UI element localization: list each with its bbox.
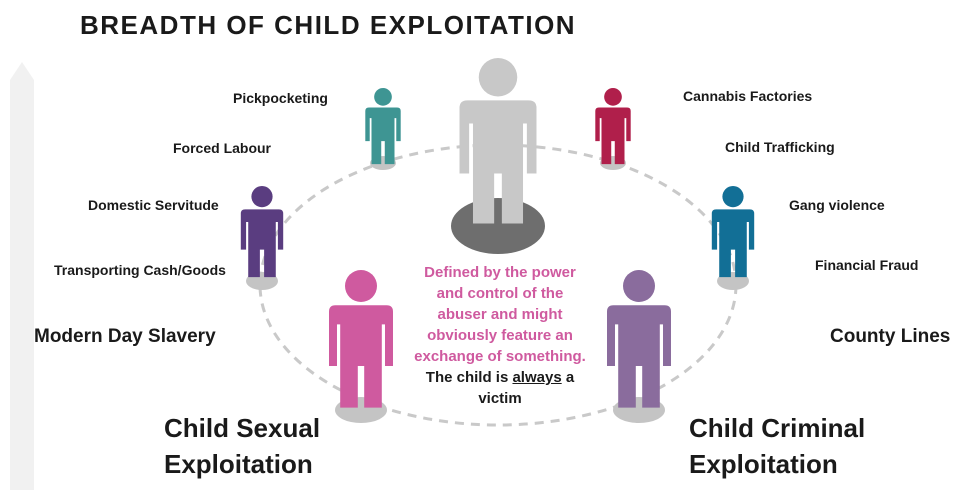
label-financial-fraud: Financial Fraud bbox=[815, 257, 919, 273]
abuser-person-icon bbox=[459, 58, 537, 224]
definition-line-3: abuser and might bbox=[437, 306, 563, 323]
always-prefix: The child is bbox=[425, 369, 513, 386]
definition-line-6: The child is always a bbox=[400, 367, 600, 388]
purple-person-icon bbox=[240, 186, 284, 278]
pink-person-icon bbox=[329, 270, 393, 408]
always-emphasis: always bbox=[512, 369, 562, 386]
definition-line-4: obviously feature an bbox=[427, 327, 573, 344]
heading-child-criminal-exploitation: Child Criminal Exploitation bbox=[689, 410, 865, 482]
category-county-lines: County Lines bbox=[830, 326, 951, 347]
label-child-trafficking: Child Trafficking bbox=[725, 139, 835, 155]
definition-line-5: exchange of something. bbox=[414, 348, 586, 365]
definition-line-2: and control of the bbox=[436, 285, 564, 302]
mauve-person-icon bbox=[607, 270, 671, 408]
cce-line-2: Exploitation bbox=[689, 449, 838, 479]
crimson-person-icon bbox=[595, 88, 631, 165]
teal-person-icon bbox=[365, 88, 401, 165]
category-modern-day-slavery: Modern Day Slavery bbox=[34, 326, 216, 347]
label-pickpocketing: Pickpocketing bbox=[233, 90, 328, 106]
label-domestic-servitude: Domestic Servitude bbox=[88, 197, 219, 213]
definition-text: Defined by the power and control of the … bbox=[400, 262, 600, 409]
cse-line-1: Child Sexual bbox=[164, 413, 321, 443]
label-gang-violence: Gang violence bbox=[789, 197, 885, 213]
always-suffix: a bbox=[561, 369, 575, 386]
abuser-base bbox=[451, 198, 545, 254]
label-transporting-cash-goods: Transporting Cash/Goods bbox=[54, 262, 226, 278]
vertical-arrow-bar bbox=[10, 62, 34, 490]
cse-line-2: Exploitation bbox=[164, 449, 313, 479]
label-forced-labour: Forced Labour bbox=[173, 140, 272, 156]
definition-line-7: victim bbox=[478, 390, 522, 407]
cce-line-1: Child Criminal bbox=[689, 413, 866, 443]
definition-line-1: Defined by the power bbox=[424, 264, 576, 281]
page-title: BREADTH OF CHILD EXPLOITATION bbox=[80, 10, 577, 40]
heading-child-sexual-exploitation: Child Sexual Exploitation bbox=[164, 410, 320, 482]
label-cannabis-factories: Cannabis Factories bbox=[683, 88, 813, 104]
blue-person-icon bbox=[711, 186, 755, 278]
